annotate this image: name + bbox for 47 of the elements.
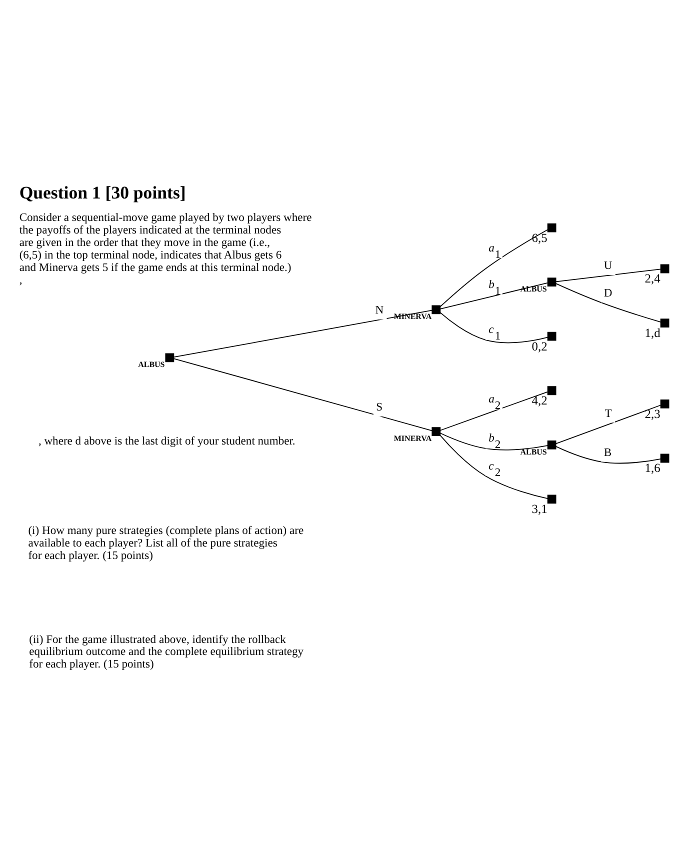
connector: [440, 432, 548, 450]
connector: [173, 358, 432, 432]
edge-label: N: [375, 304, 384, 317]
node-label: 2,4: [644, 272, 660, 286]
node-label: 3,1: [532, 502, 548, 516]
node-label: 1,6: [644, 461, 660, 476]
node-box: [547, 223, 556, 232]
node-box: [432, 305, 441, 314]
node-box: [660, 400, 670, 408]
node-box: [660, 264, 670, 274]
node-box: [660, 318, 670, 328]
node-box: [660, 454, 670, 463]
connector: [440, 434, 548, 499]
node-label: 1,d: [644, 326, 660, 340]
diagram-title: Question 1 [30 points]: [19, 182, 186, 202]
node-label: 2,3: [644, 406, 660, 421]
node-label: MINERVA: [394, 434, 432, 444]
node-box: [165, 353, 174, 362]
edge-label: T: [604, 406, 612, 420]
edge-label: U: [604, 259, 612, 272]
connector: [440, 282, 548, 310]
edge-label: D: [604, 286, 612, 300]
node-box: [432, 427, 441, 436]
node-label: ALBUS: [520, 447, 547, 456]
node-label: ALBUS: [520, 284, 547, 294]
edge-label: S: [376, 400, 383, 414]
label: (i) How many pure strategies (complete plans of action) are available to each player? List all of the pure strategies for each player. (15 points): [28, 524, 304, 562]
connector: [173, 310, 432, 358]
label: Consider a sequential-move game played by two players where the payoffs of the players indicated at the terminal nodes are given in the order that they move in the game (i.e., (6,5) in the top terminal node, indicates that Albus gets 6 and Minerva gets 5 if the game ends at this terminal node.) ,: [19, 211, 312, 286]
node-box: [547, 278, 556, 287]
connector: [555, 404, 661, 444]
label: , where d above is the last digit of your student number.: [38, 434, 296, 448]
node-label: MINERVA: [394, 312, 432, 322]
node-label: 0,2: [532, 339, 548, 354]
connector: [440, 229, 548, 308]
node-box: [547, 494, 556, 504]
node-label: 6,5: [532, 230, 548, 245]
node-box: [547, 386, 556, 396]
node-label: 4,2: [532, 394, 548, 408]
node-box: [547, 332, 556, 341]
connector: [555, 446, 662, 464]
edge-label: B: [604, 446, 612, 459]
node-box: [547, 440, 556, 450]
connector: [440, 312, 548, 344]
node-label: ALBUS: [138, 360, 165, 370]
connector: [555, 268, 661, 282]
label: (ii) For the game illustrated above, identify the rollback equilibrium outcome and the complete equilibrium strategy for each player. (15 points): [29, 632, 304, 671]
